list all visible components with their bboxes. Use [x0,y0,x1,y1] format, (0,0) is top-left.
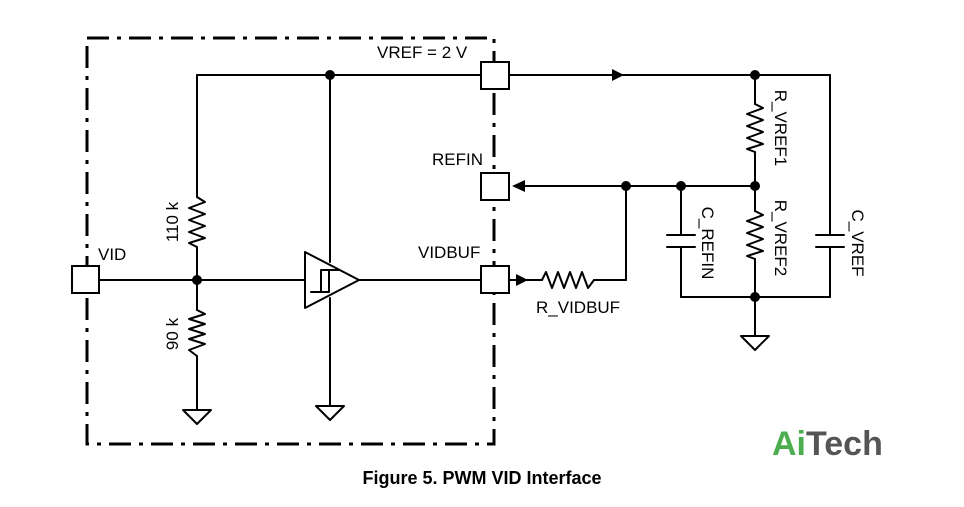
pin-vid-label: VID [98,245,126,264]
ground-icon [182,409,212,425]
schmitt-buffer-symbol [304,251,360,309]
resistor-90k-symbol [188,309,206,357]
pin-vid [71,265,100,294]
capacitor-c-refin-label: C_REFIN [698,207,717,280]
resistor-r-vref1-label: R_VREF1 [771,90,790,167]
ground-icon [740,335,770,351]
ic-boundary [85,36,496,446]
arrow-right-icon [612,69,624,81]
pin-vidbuf [480,265,510,294]
wires [99,74,831,411]
pin-vref-label: VREF = 2 V [377,43,468,62]
resistor-r-vidbuf-symbol [541,271,595,289]
junction-dots [192,70,760,302]
capacitor-c-vref-label: C_VREF [848,209,867,276]
capacitor-c-refin-symbol [666,234,696,248]
figure-caption: Figure 5. PWM VID Interface [362,468,601,488]
resistor-r-vref2-label: R_VREF2 [771,200,790,277]
resistor-r-vref2-symbol [746,210,764,260]
capacitor-c-vref-symbol [815,234,845,248]
ground-icon [315,405,345,421]
resistor-r-vref1-symbol [746,103,764,153]
pin-vidbuf-label: VIDBUF [418,243,480,262]
pin-vref [480,61,510,90]
arrow-left-icon [512,180,525,192]
resistor-90k-label: 90 k [163,317,182,350]
logo-aitech: AiTech [772,425,883,463]
resistor-110k-label: 110 k [163,201,182,242]
resistor-r-vidbuf-label: R_VIDBUF [536,298,620,317]
arrow-right-icon [516,274,528,286]
pin-refin [480,172,510,201]
resistor-110k-symbol [188,196,206,248]
pin-refin-label: REFIN [432,150,483,169]
